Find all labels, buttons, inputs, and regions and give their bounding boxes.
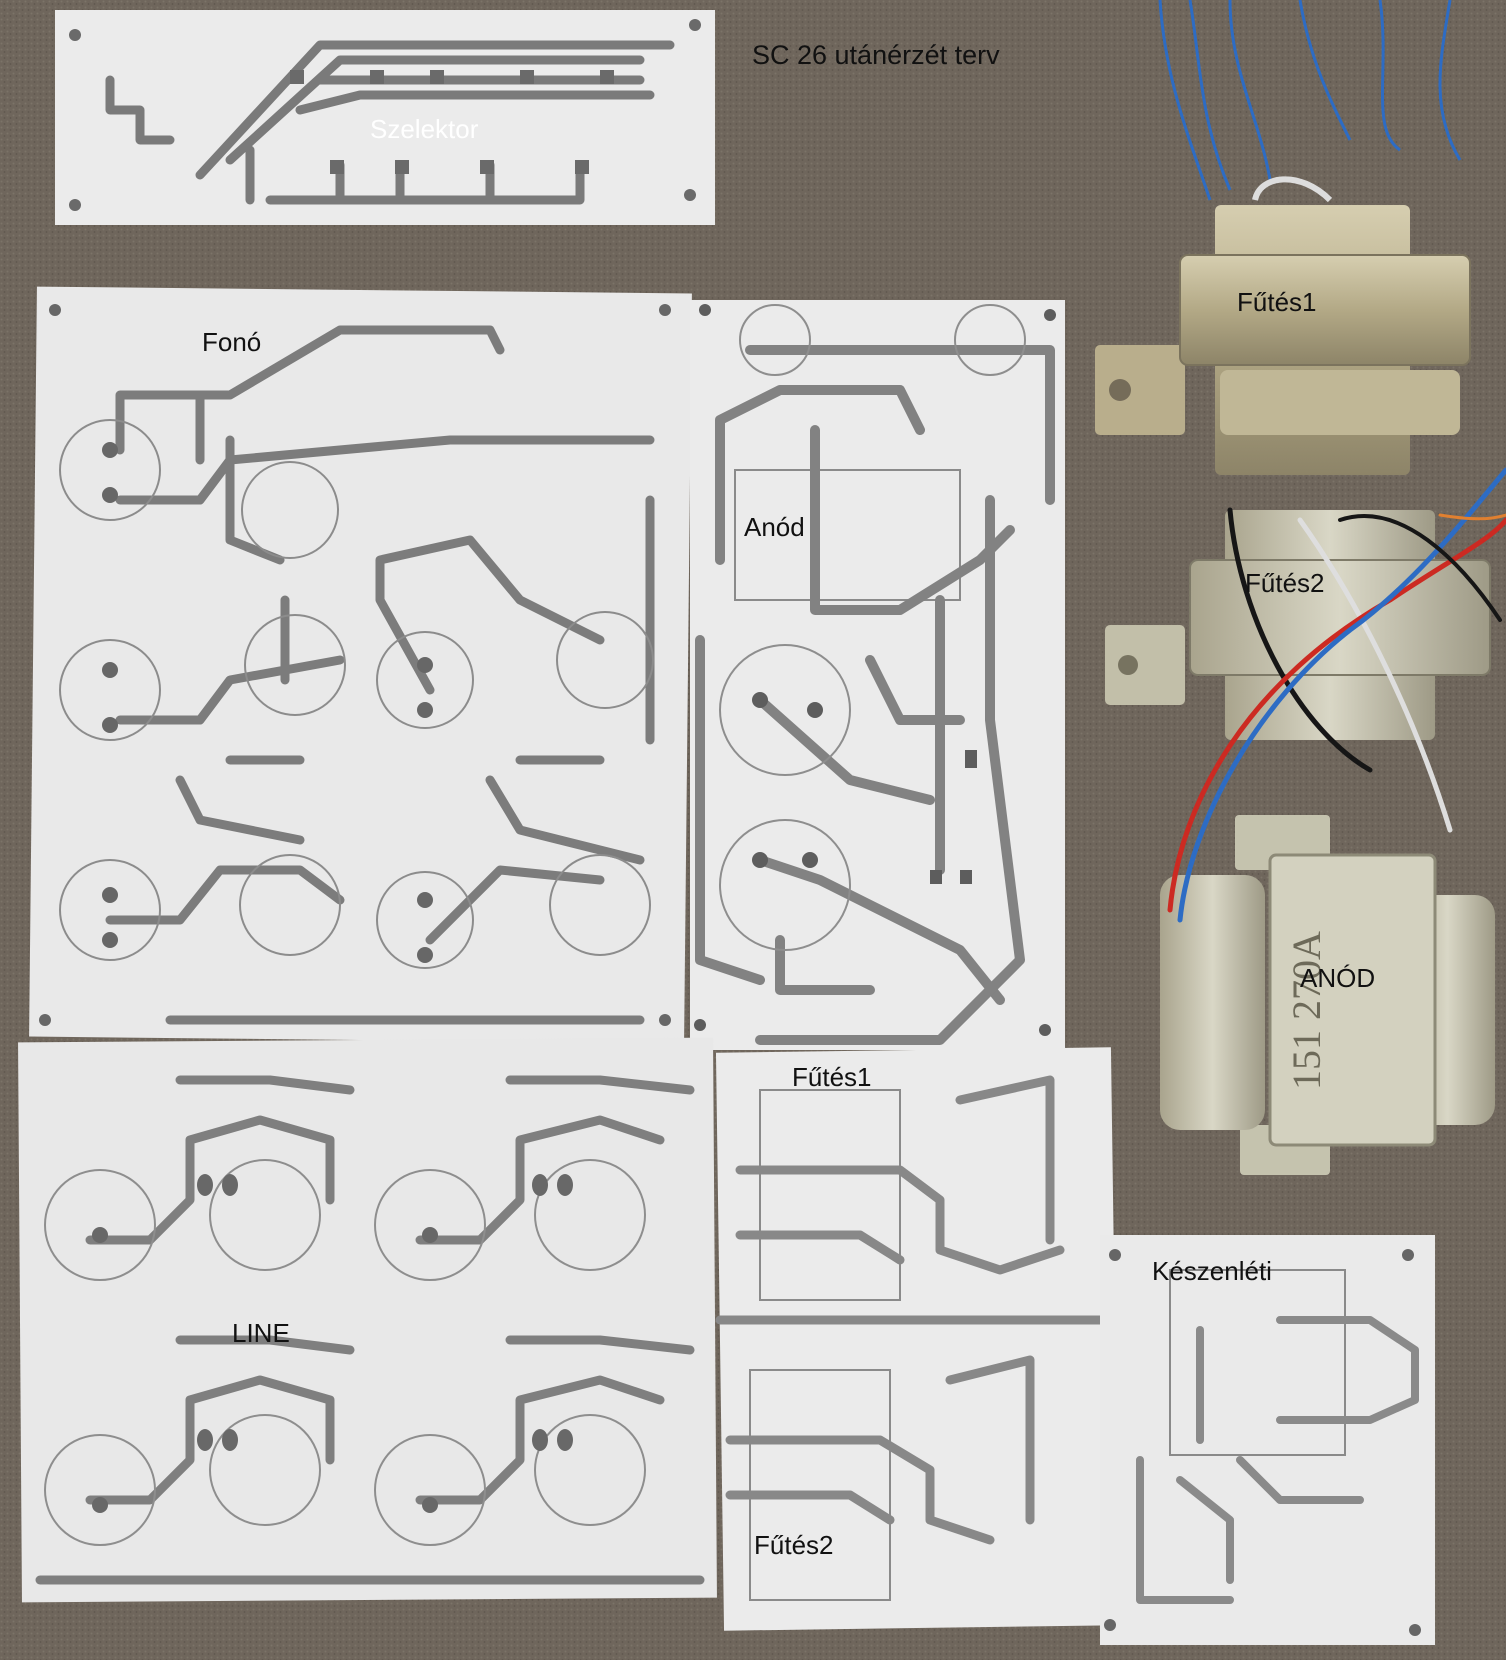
colored-wires [1167,467,1506,923]
label-transformer-heating1: Fűtés1 [1237,287,1317,317]
label-anode-board: Anód [744,512,805,542]
transformer-heating1 [1095,176,1471,475]
blue-wires-top [1158,0,1462,201]
label-selector: Szelektor [370,114,479,144]
selector-board [55,10,715,225]
phono-board [29,286,692,1044]
standby-board [1100,1235,1435,1645]
image-title: SC 26 utánérzét terv [752,40,1000,70]
label-heating2-board: Fűtés2 [754,1530,834,1560]
transformer-print: 151 270A [1284,931,1329,1090]
label-transformer-anode: ANÓD [1300,963,1376,993]
label-heating1-board: Fűtés1 [792,1062,872,1092]
label-phono: Fonó [202,327,262,357]
line-board [18,1037,717,1603]
label-line: LINE [232,1318,290,1348]
label-standby: Készenléti [1152,1256,1272,1286]
label-transformer-heating2: Fűtés2 [1245,568,1325,598]
heating-board [715,1047,1120,1631]
anode-board [690,300,1065,1050]
transformer-anode: 151 270A [1160,815,1495,1175]
